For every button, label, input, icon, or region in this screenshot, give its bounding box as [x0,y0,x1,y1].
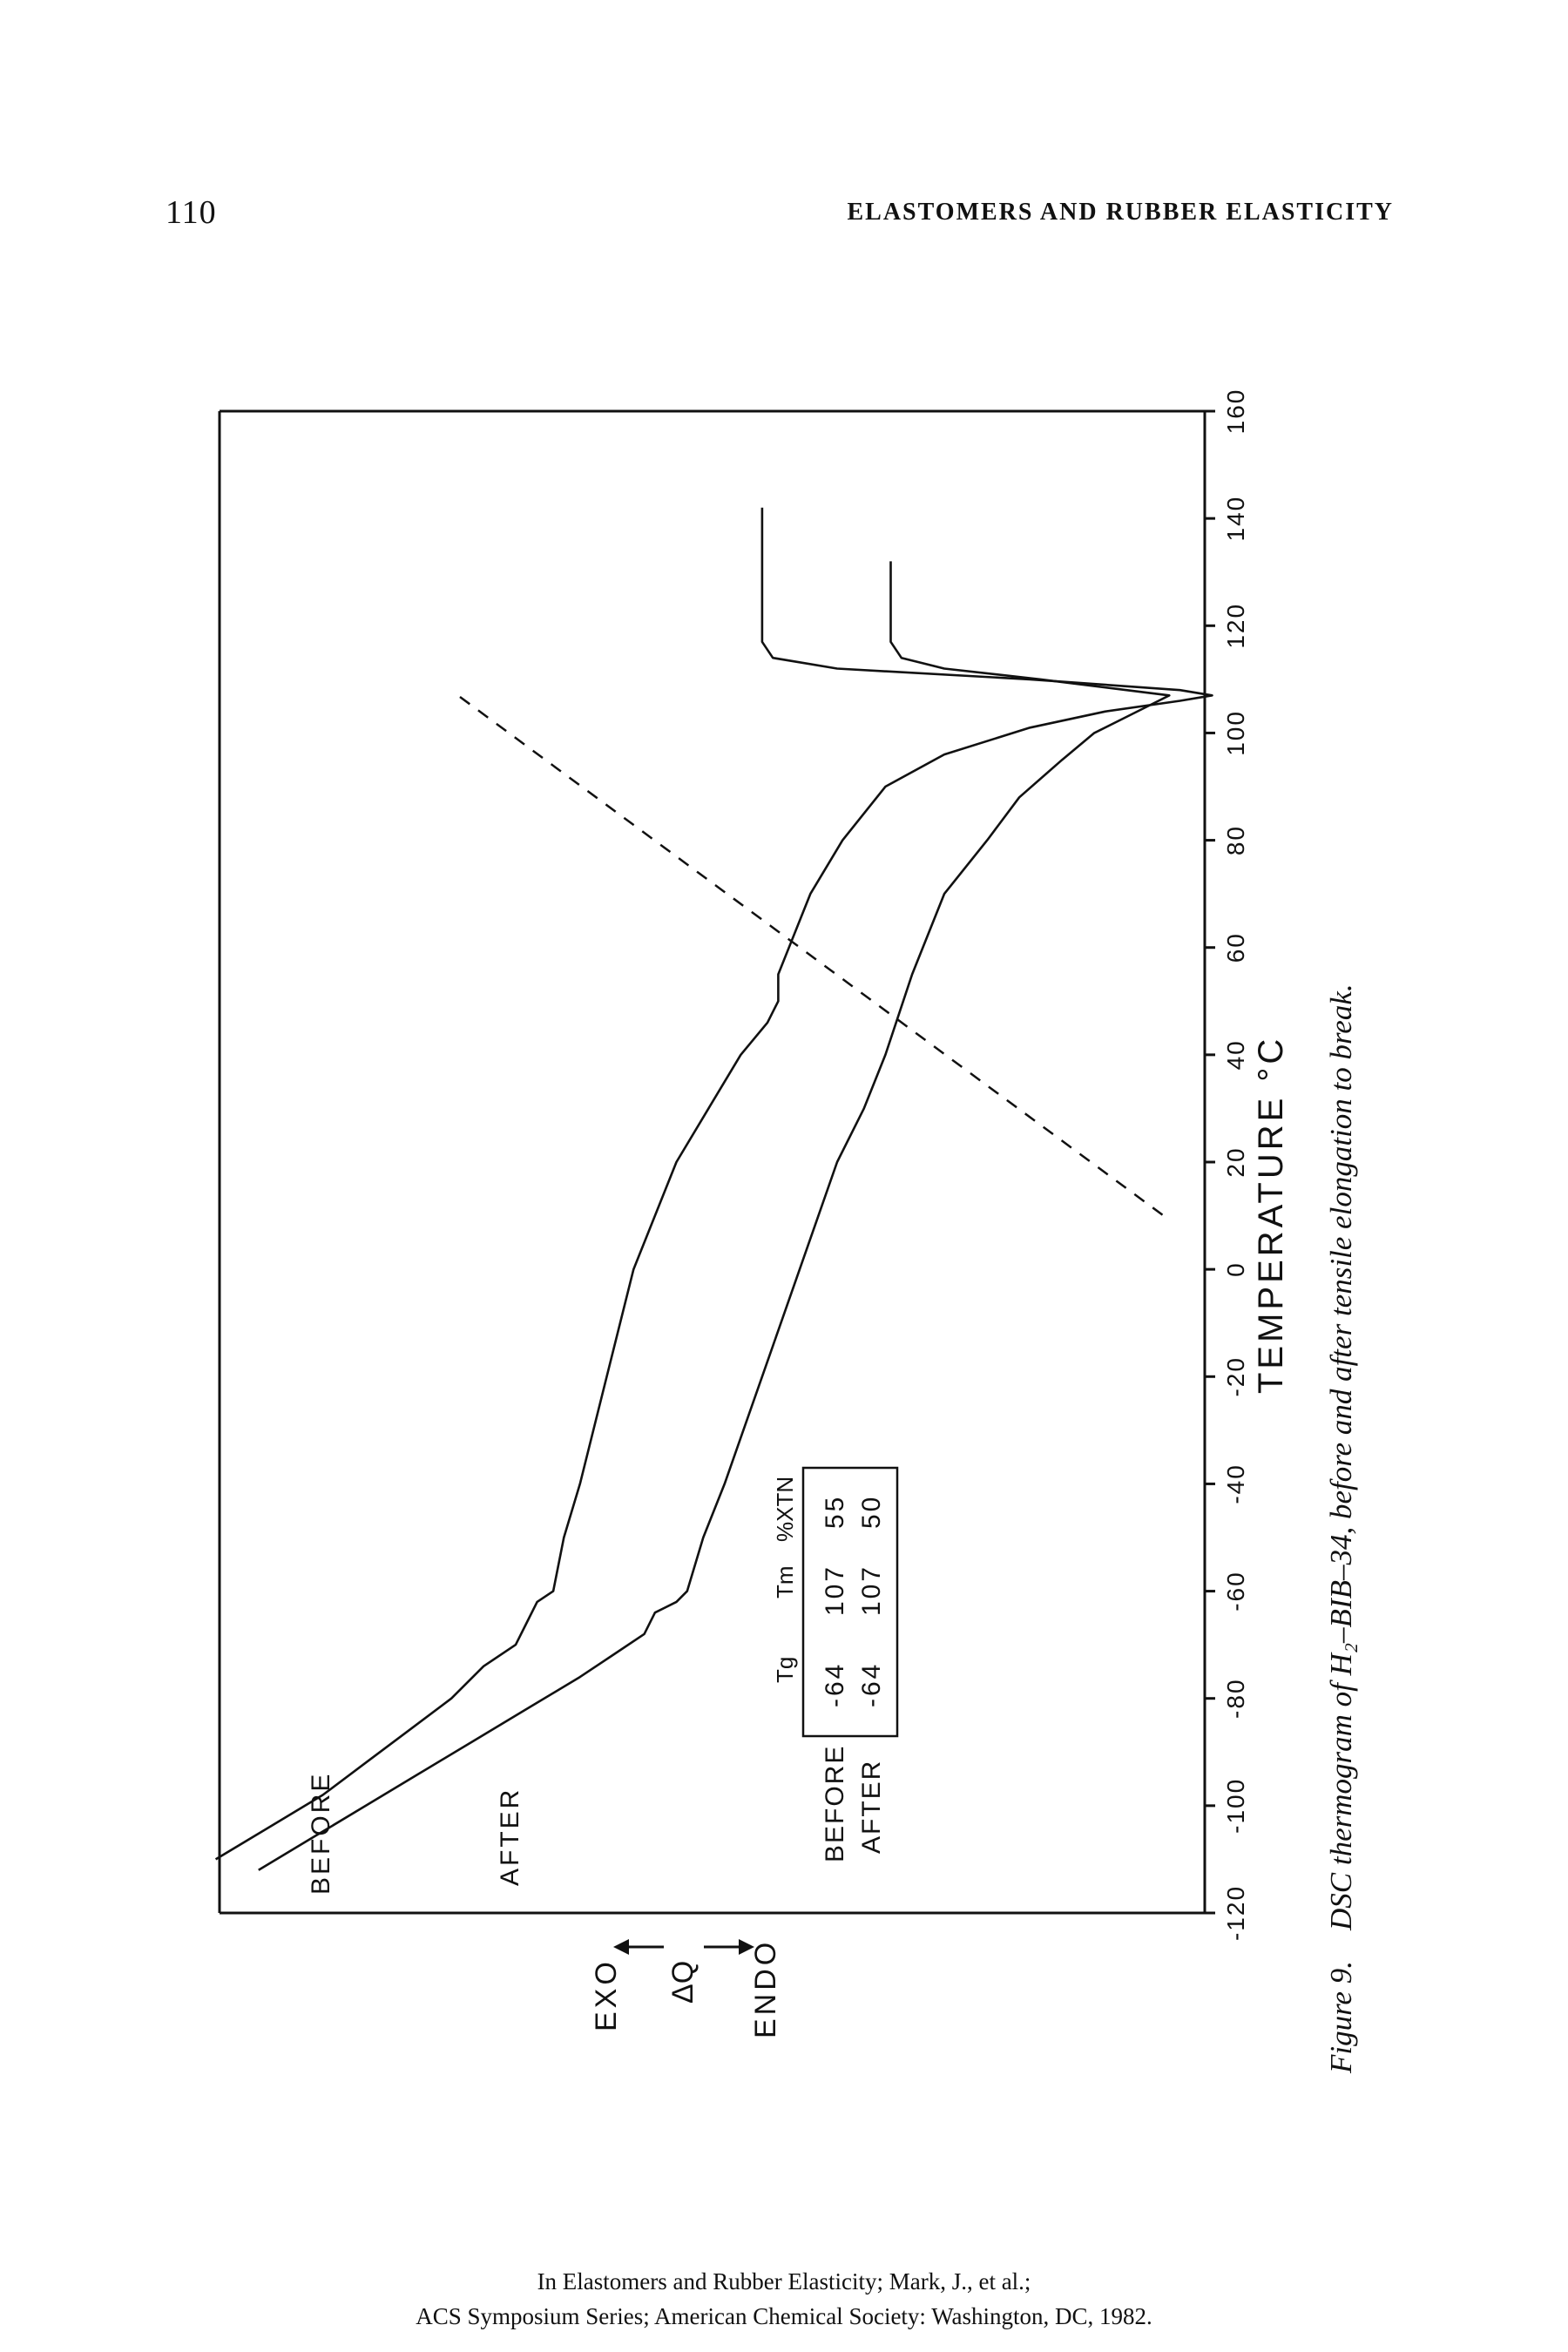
exo-label: EXO [590,1958,623,2031]
inset-table-box [801,1466,899,1738]
axis-tick-label: -40 [1222,1463,1249,1504]
inset-header-tg: Tg [772,1657,798,1683]
inset-row-after-xtn: 50 [857,1495,886,1529]
footer-citation-line-2: ACS Symposium Series; American Chemical … [416,2303,1152,2329]
curve-label-after: AFTER [496,1788,524,1886]
axis-tick-label: 80 [1222,825,1249,855]
figure-caption-label: Figure 9. [1324,1961,1358,2073]
axis-title: TEMPERATURE °C [1252,1036,1290,1394]
inset-row-before-tm: 107 [821,1565,849,1616]
inset-row-after-tg: -64 [857,1662,886,1707]
axis-tick-label: 20 [1222,1146,1249,1177]
axis-tick-label: 60 [1222,932,1249,963]
axis-ticks [1205,409,1215,1915]
inset-header-xtn: %XTN [772,1477,798,1542]
axis-tick-label: 0 [1222,1261,1249,1277]
arrow-to-exo-icon [613,1939,664,1955]
axis-tick-labels: -120 -100 -80 -60 -40 -20 0 20 40 60 80 100 120 140 16… [1222,389,1249,1941]
axis-tick-label: -60 [1222,1571,1249,1611]
figure-caption: Figure 9. DSC thermogram of H₂–BIB–34, b… [1324,575,1359,2073]
endo-label: ENDO [749,1939,782,2038]
curve-label-before: BEFORE [307,1772,335,1895]
inset-header-tm: Tm [772,1565,798,1598]
axis-tick-label: 140 [1222,496,1249,542]
series-line-before [258,561,1171,1871]
thermogram-curves [214,507,1213,1871]
inset-row-after-tm: 107 [857,1565,886,1616]
series-line-after [214,507,1213,1861]
axis-tick-label: 100 [1222,710,1249,756]
inset-row-before-name: BEFORE [821,1745,849,1862]
axis-tick-label: -120 [1222,1885,1249,1941]
inset-table: Tg Tm %XTN BEFORE -64 107 55 AFTER -64 1… [772,1466,899,1862]
axis-tick-label: 40 [1222,1039,1249,1070]
heat-flow-legend: EXO ΔQ ENDO [590,1939,782,2038]
delta-q-label: ΔQ [666,1961,700,2004]
page-number: 110 [166,194,217,231]
axis-tick-label: 120 [1222,603,1249,649]
baseline-extrapolation [459,695,1164,1217]
axis-tick-label: -20 [1222,1356,1249,1396]
axis-tick-label: 160 [1222,389,1249,435]
inset-row-after-name: AFTER [857,1760,886,1854]
axis-tick-label: -100 [1222,1778,1249,1834]
running-title: ELASTOMERS AND RUBBER ELASTICITY [847,199,1394,226]
inset-row-before-tg: -64 [821,1662,849,1707]
arrow-to-endo-icon [704,1939,754,1955]
axis-tick-label: -80 [1222,1678,1249,1718]
figure-caption-text: DSC thermogram of H₂–BIB–34, before and … [1324,983,1358,1931]
footer-citation-line-1: In Elastomers and Rubber Elasticity; Mar… [537,2268,1031,2295]
inset-row-before-xtn: 55 [821,1495,849,1529]
